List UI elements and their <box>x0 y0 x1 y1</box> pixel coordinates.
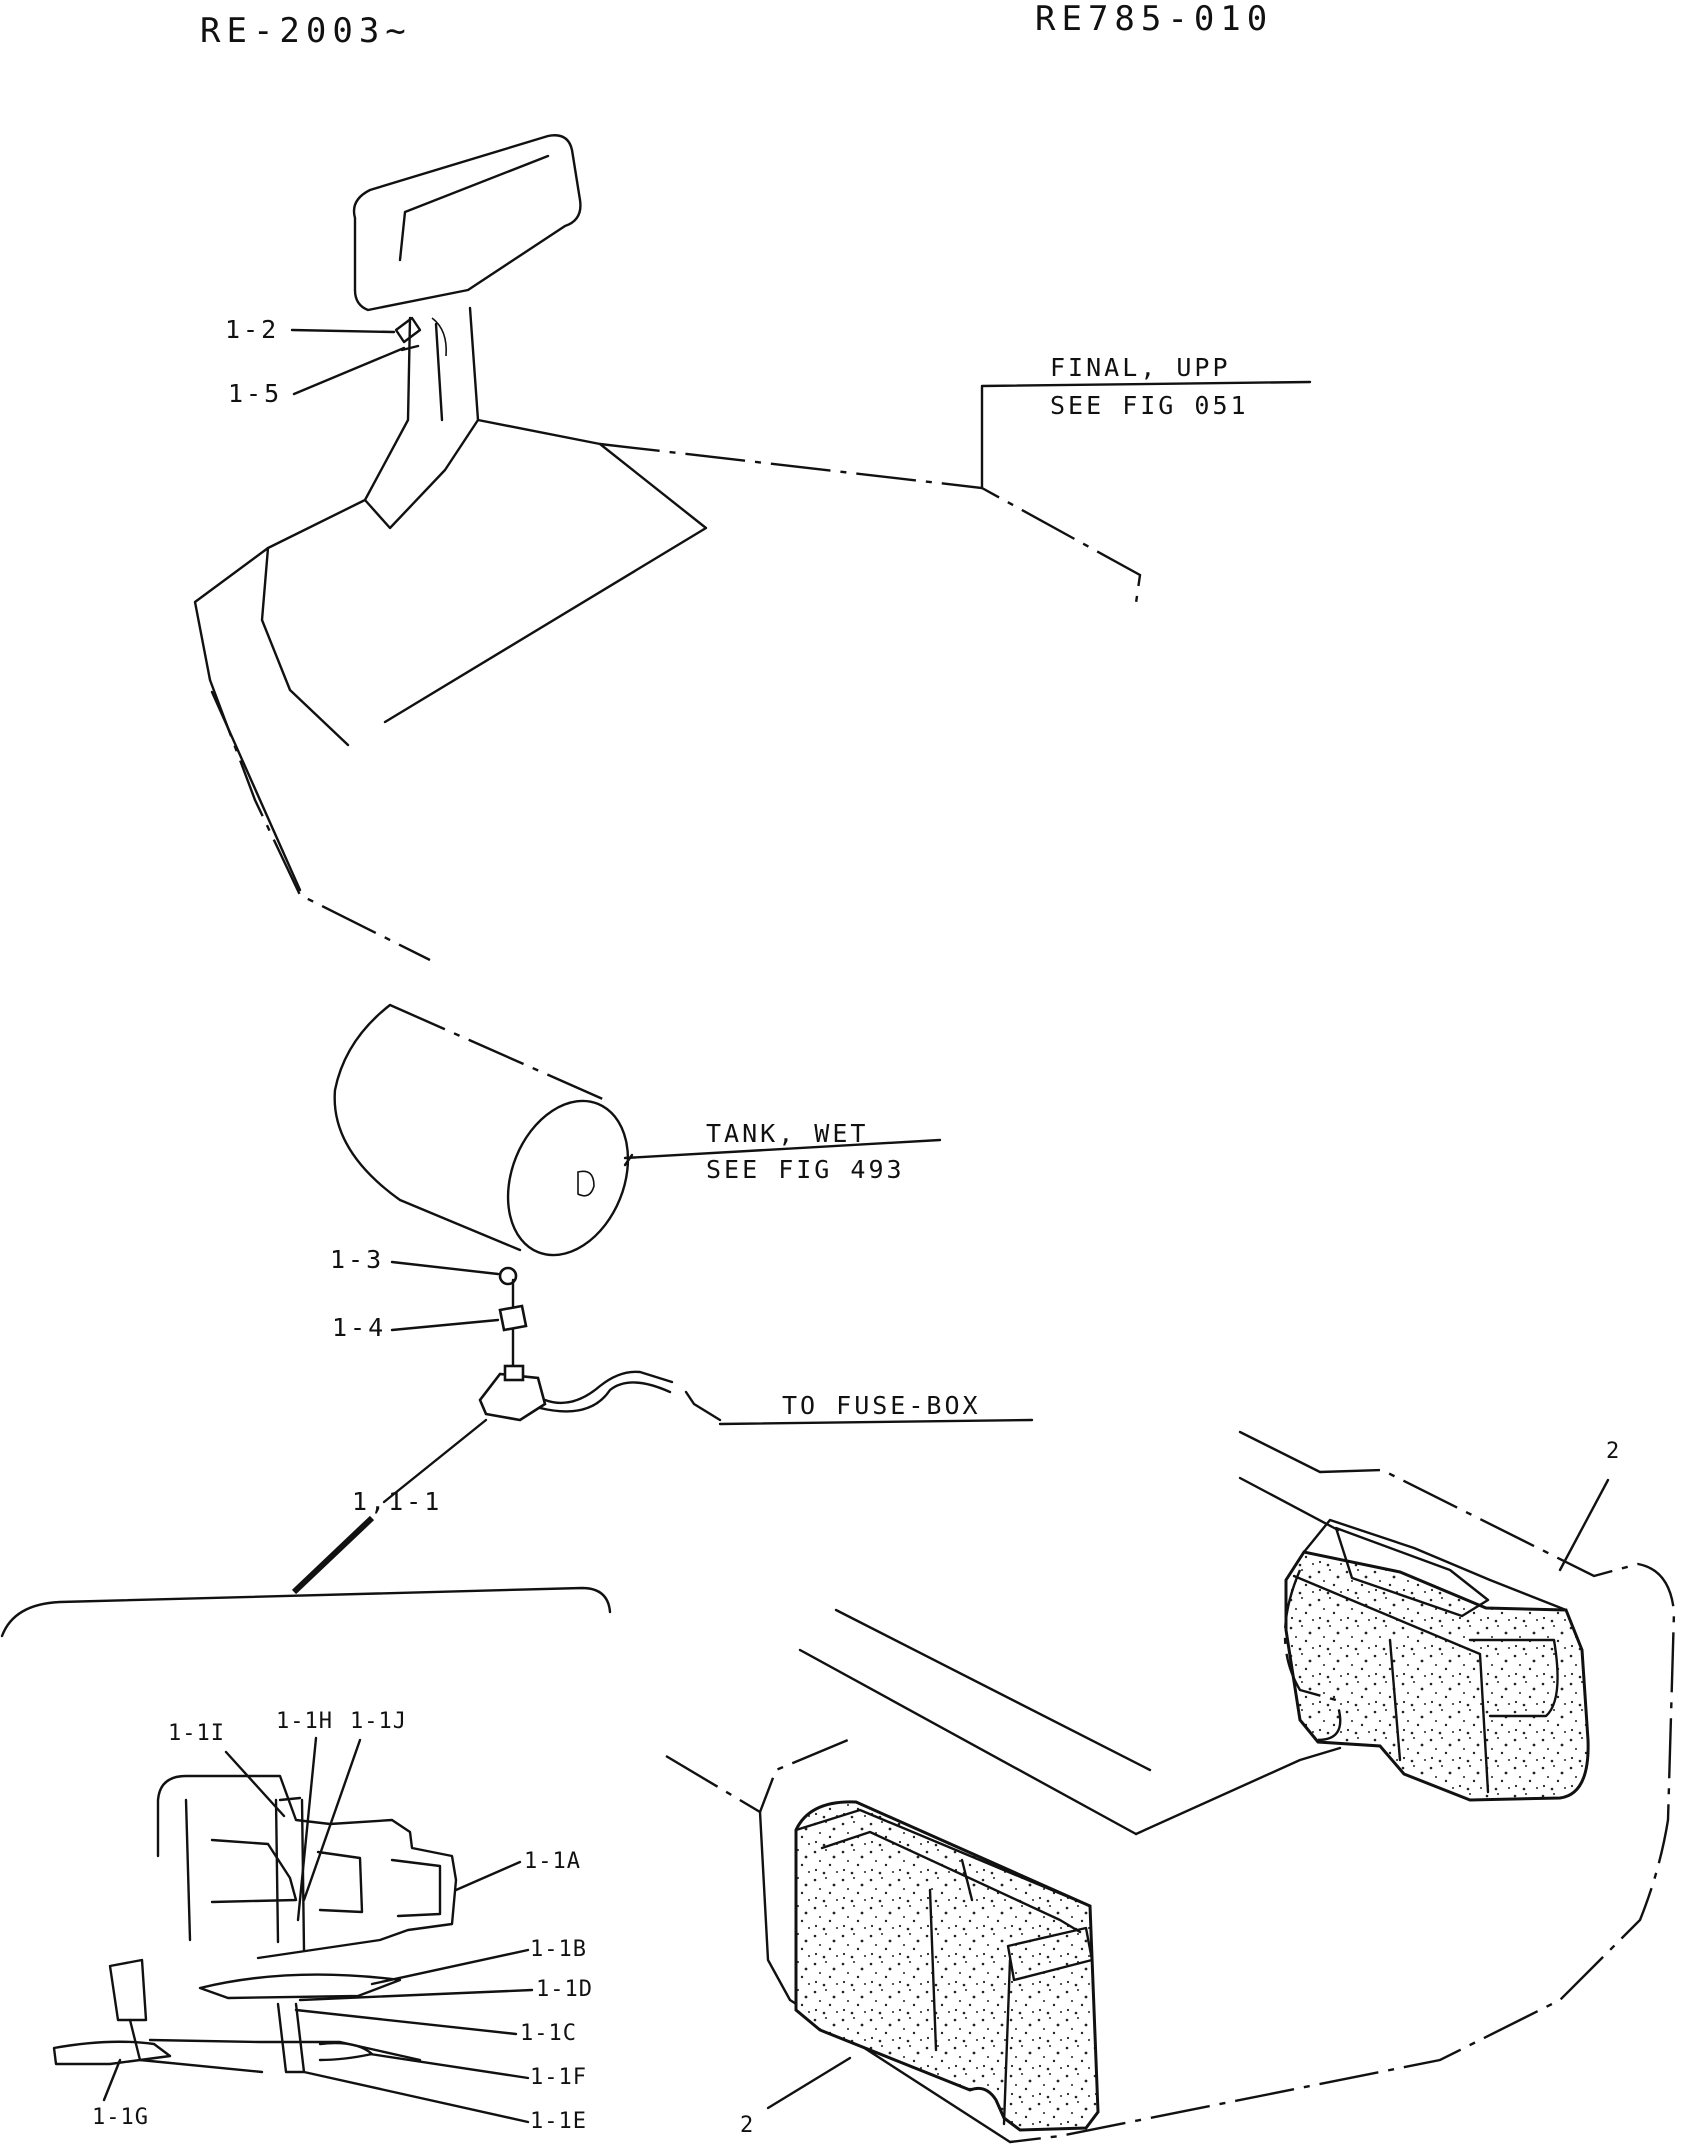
drain-valve <box>478 1364 722 1422</box>
fuse-box-label: TO FUSE-BOX <box>782 1391 981 1420</box>
tank-wet-see-fig: SEE FIG 493 <box>706 1155 905 1184</box>
callout-2-bottom: 2 <box>740 2113 754 2138</box>
callout-1-1A: 1-1A <box>524 1849 581 1874</box>
callout-1-1D: 1-1D <box>536 1977 593 2002</box>
seat-assembly <box>193 134 1312 962</box>
battery-trays <box>665 1430 1676 2144</box>
final-upp-see-fig: SEE FIG 051 <box>1050 391 1249 420</box>
final-upp-label: FINAL, UPP <box>1050 353 1231 382</box>
callout-1-1H: 1-1H <box>276 1709 333 1734</box>
callout-1-1I: 1-1I <box>168 1721 225 1746</box>
serial-range: RE-2003~ <box>200 11 412 51</box>
callout-1-2: 1-2 <box>225 315 279 344</box>
valve-detail <box>52 1774 458 2074</box>
callout-2-top: 2 <box>1606 1439 1620 1464</box>
callout-1-1C: 1-1C <box>520 2021 577 2046</box>
wet-tank <box>333 1003 634 1286</box>
figure-code: RE785-010 <box>1035 0 1273 39</box>
callout-1-4: 1-4 <box>332 1313 386 1342</box>
callout-1-1E: 1-1E <box>530 2109 587 2134</box>
callout-1-1G: 1-1G <box>92 2105 149 2130</box>
callout-1-1B: 1-1B <box>530 1937 587 1962</box>
callout-1-3: 1-3 <box>330 1245 384 1274</box>
callout-1-1J: 1-1J <box>350 1709 407 1734</box>
callout-1-5: 1-5 <box>228 379 282 408</box>
tank-wet-label: TANK, WET <box>706 1119 868 1148</box>
tank-wet-reference: TANK, WET SEE FIG 493 <box>706 1119 905 1184</box>
callout-1-1F: 1-1F <box>530 2065 587 2090</box>
final-upp-reference: FINAL, UPP SEE FIG 051 <box>1050 353 1249 420</box>
